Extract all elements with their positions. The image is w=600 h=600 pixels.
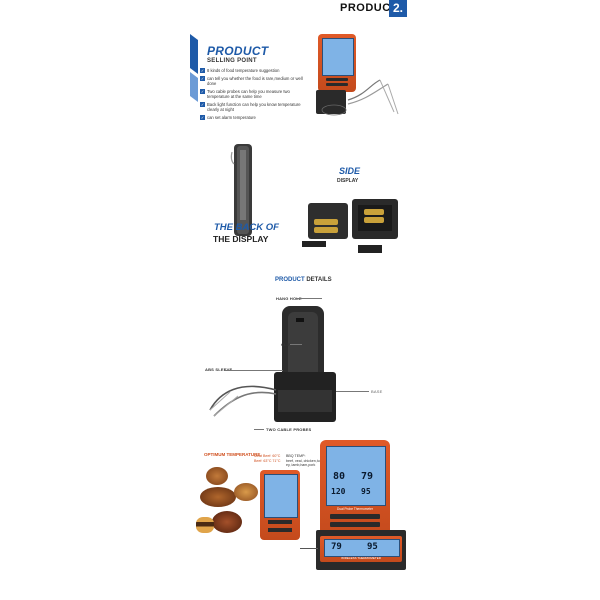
food-collage — [196, 465, 266, 545]
big-thermometer: 80 79 120 95 Dual Probe Thermometer — [320, 440, 390, 540]
hang-hole-label: HANG HOLE — [276, 296, 302, 301]
side-display-subtitle: DISPLAY — [337, 178, 359, 184]
base-reading-right: 95 — [367, 542, 378, 552]
selling-point-list: ✓8 kinds of food temperature suggestion … — [200, 68, 305, 123]
device-back-image — [230, 144, 252, 236]
selling-point-subtitle: SELLING POINT — [207, 58, 257, 64]
back-display-title: THE BACK OF — [214, 222, 279, 233]
header-products-label: PRODUCTS — [340, 2, 406, 14]
device-with-base-image — [209, 306, 336, 422]
base-caption: WIRELESS THERMOMETER — [341, 556, 381, 560]
abs-sleeve-leader — [225, 370, 283, 371]
check-icon: ✓ — [200, 115, 205, 120]
selling-point-title: PRODUCT — [207, 44, 269, 58]
battery-compartment-image — [302, 199, 398, 253]
hang-hole-leader — [296, 298, 322, 299]
abs-sleeve-label: ABS SLEEVE — [205, 367, 233, 372]
list-item: ✓can tell you whether the food is rare,m… — [200, 76, 303, 86]
stripes-decoration — [190, 34, 198, 102]
reading-mid-right: 95 — [361, 487, 371, 496]
reading-top-right: 79 — [361, 471, 374, 482]
clip-label: CLIP — [281, 342, 291, 347]
steak-image — [212, 511, 242, 533]
clip-leader — [290, 344, 302, 345]
check-icon: ✓ — [200, 68, 205, 73]
list-item: ✓8 kinds of food temperature suggestion — [200, 68, 280, 73]
roast-food-image — [206, 467, 228, 485]
check-icon: ✓ — [200, 102, 205, 107]
base-display: 79 95 WIRELESS THERMOMETER — [320, 536, 402, 562]
receiver-screen — [264, 474, 298, 518]
side-display-title: SIDE — [339, 166, 361, 176]
burger-image — [196, 517, 214, 533]
two-cable-probes-label: TWO CABLE PROBES — [266, 427, 312, 432]
base-unit: 79 95 WIRELESS THERMOMETER — [316, 530, 406, 570]
list-item: ✓Back light function can help you know t… — [200, 102, 301, 112]
list-item: ✓can set alarm temperature — [200, 115, 256, 120]
base-screen: 79 95 — [324, 539, 400, 557]
base-reading-left: 79 — [331, 542, 342, 552]
optimum-temperature-title: OPTIMUM TEMPERATURE — [204, 452, 261, 457]
base-label: BASE — [371, 389, 383, 394]
base-leader — [336, 391, 369, 392]
base-cable — [300, 548, 318, 550]
optimum-col2: BBQ TEMP: beef, veal, chicken,turk ey, l… — [286, 454, 323, 468]
reading-top-left: 80 — [333, 471, 346, 482]
two-cable-probes-leader — [254, 429, 264, 430]
check-icon: ✓ — [200, 89, 205, 94]
grilled-meat-image — [200, 487, 236, 507]
receiver-device — [260, 470, 300, 540]
panel-caption: Dual Probe Thermometer — [337, 507, 373, 511]
check-icon: ✓ — [200, 76, 205, 81]
probes-cable-image — [316, 79, 399, 116]
reading-mid-left: 120 — [331, 487, 346, 496]
optimum-col1: Meat Beef: 60°C Beef: 63°C 71°C — [254, 454, 281, 463]
list-item: ✓Two cable probes can help you measure t… — [200, 89, 290, 99]
product-details-heading: PRODUCT DETAILS — [275, 277, 332, 283]
back-display-subtitle: THE DISPLAY — [213, 234, 269, 244]
header-number-badge: 2. — [389, 0, 407, 17]
product-details-word1: PRODUCT — [275, 277, 305, 283]
product-details-word2: DETAILS — [306, 277, 332, 283]
chicken-image — [234, 483, 258, 501]
thermometer-photo-top — [318, 34, 356, 92]
big-thermometer-screen: 80 79 120 95 — [326, 446, 386, 506]
